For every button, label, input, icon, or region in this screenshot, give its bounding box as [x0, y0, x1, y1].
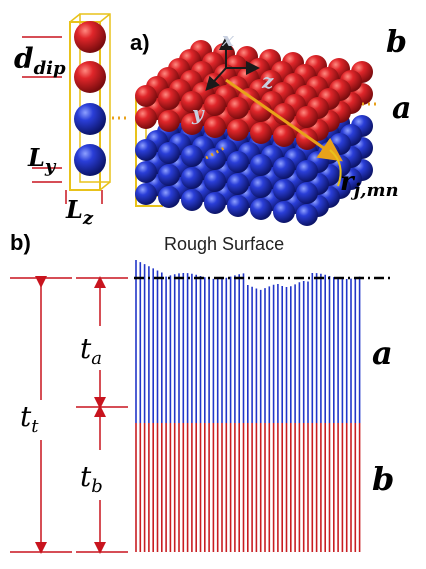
column-outline-back	[79, 13, 111, 183]
block-sphere	[204, 94, 226, 116]
layer-a-label-top: a	[392, 91, 411, 126]
block-sphere	[227, 151, 249, 173]
block-sphere	[273, 125, 295, 147]
block-sphere	[158, 164, 180, 186]
block-sphere	[250, 100, 272, 122]
ta-label: ta	[80, 332, 102, 369]
block-sphere	[181, 167, 203, 189]
axis-x-label: x	[221, 27, 235, 51]
block-sphere	[204, 116, 226, 138]
tt-label: tt	[20, 400, 39, 437]
block-sphere	[250, 122, 272, 144]
block-sphere	[227, 195, 249, 217]
block-sphere	[250, 154, 272, 176]
lz-label: Lz	[65, 195, 94, 229]
r-bracket	[329, 149, 342, 187]
axis-y	[205, 67, 227, 91]
block-sphere	[135, 85, 157, 107]
column-sphere-3	[74, 103, 106, 135]
block-sphere	[227, 119, 249, 141]
block-sphere	[227, 97, 249, 119]
panel-b-label: b)	[10, 230, 31, 255]
layer-a-stripes	[135, 260, 361, 423]
block-sphere	[227, 173, 249, 195]
tb-dimension	[76, 405, 128, 554]
dimension-marks	[22, 36, 103, 204]
column-sphere-4	[74, 144, 106, 176]
layer-a-label-bottom: a	[372, 334, 393, 372]
tt-dimension	[10, 276, 72, 554]
axis-z-label: z	[261, 69, 274, 93]
panel-b: b) Rough Surface ta tt	[10, 230, 394, 554]
axis-y-label: y	[191, 101, 205, 125]
dipole-column	[69, 13, 126, 191]
block-sphere	[181, 91, 203, 113]
block-sphere	[135, 161, 157, 183]
block-sphere	[135, 183, 157, 205]
block-sphere	[250, 176, 272, 198]
block-sphere	[296, 182, 318, 204]
block-sphere	[204, 170, 226, 192]
block-sphere	[135, 107, 157, 129]
block-sphere	[273, 201, 295, 223]
layer-b-label-top: b	[386, 25, 407, 60]
block-sphere	[273, 157, 295, 179]
tb-label: tb	[80, 460, 103, 497]
block-sphere	[158, 110, 180, 132]
block-sphere	[250, 198, 272, 220]
block-sphere	[204, 192, 226, 214]
r-vector-arrow	[225, 78, 343, 162]
block-sphere	[273, 103, 295, 125]
r-jmn-label: rj,mn	[340, 167, 399, 201]
axes: x z y	[191, 27, 274, 125]
column-sphere-1	[74, 21, 106, 53]
block-sphere	[135, 139, 157, 161]
block-sphere	[204, 148, 226, 170]
rough-surface-label: Rough Surface	[164, 234, 284, 254]
block-sphere	[181, 113, 203, 135]
block-sphere	[181, 189, 203, 211]
layer-b-label-bottom: b	[372, 460, 394, 498]
block-sphere	[296, 204, 318, 226]
block-sphere	[181, 145, 203, 167]
block-sphere	[273, 179, 295, 201]
d-dip-label: ddip	[14, 42, 66, 79]
panel-a-label: a)	[130, 30, 150, 55]
column-sphere-2	[74, 61, 106, 93]
block-sphere	[158, 142, 180, 164]
block-sphere	[296, 160, 318, 182]
block-sphere	[158, 186, 180, 208]
panel-a: ddip Ly Lz a) x z y	[14, 13, 411, 229]
layer-b-stripes	[135, 423, 361, 552]
ly-label: Ly	[27, 143, 57, 177]
block-sphere	[158, 88, 180, 110]
block-sphere	[296, 106, 318, 128]
